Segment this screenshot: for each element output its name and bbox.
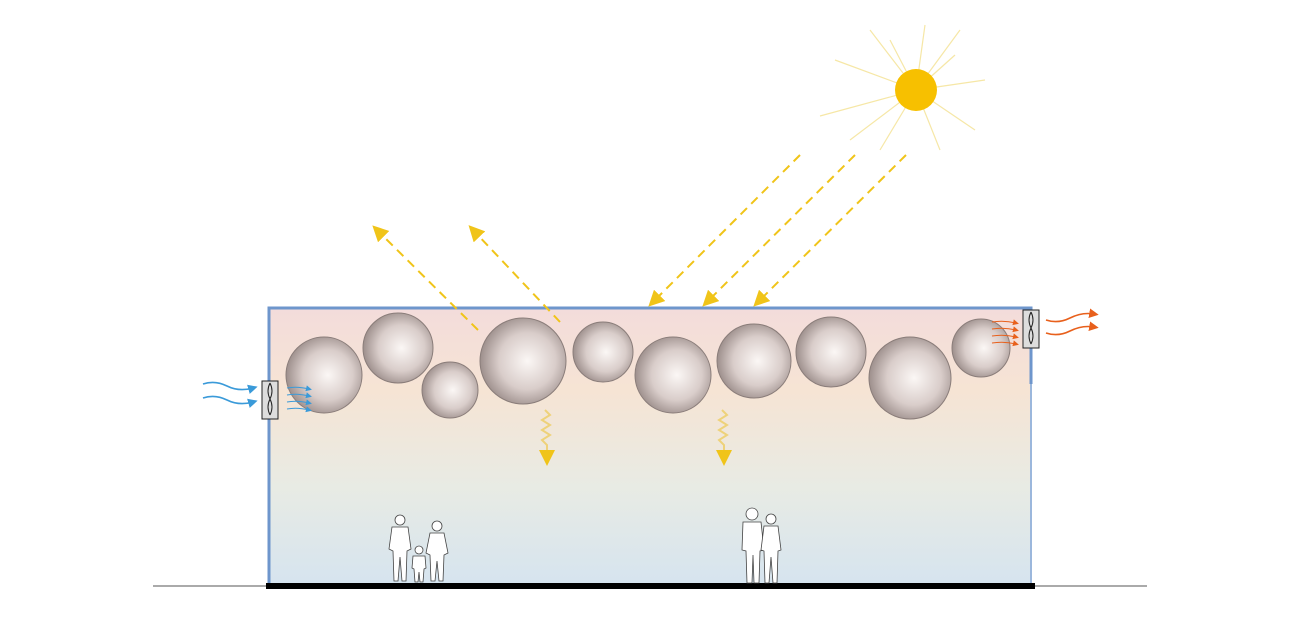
floor-slab (266, 583, 1035, 589)
reflected-solar-rays (372, 225, 561, 331)
sphere (572, 321, 634, 383)
fan-inlet-icon (202, 380, 312, 420)
fan-outlet-icon (991, 308, 1099, 349)
sphere (634, 336, 712, 414)
sun-icon (819, 24, 986, 151)
spheres-group (285, 312, 1011, 420)
sphere (795, 316, 867, 388)
sphere (716, 323, 792, 399)
sphere (479, 317, 567, 405)
incoming-solar-rays (648, 154, 907, 307)
radiant-heat-arrows (539, 409, 732, 466)
sphere (868, 336, 952, 420)
sphere (285, 336, 363, 414)
sphere (362, 312, 434, 384)
sphere (951, 318, 1011, 378)
sphere (421, 361, 479, 419)
couple-silhouette-icon (741, 507, 782, 584)
family-silhouette-icon (388, 514, 449, 583)
